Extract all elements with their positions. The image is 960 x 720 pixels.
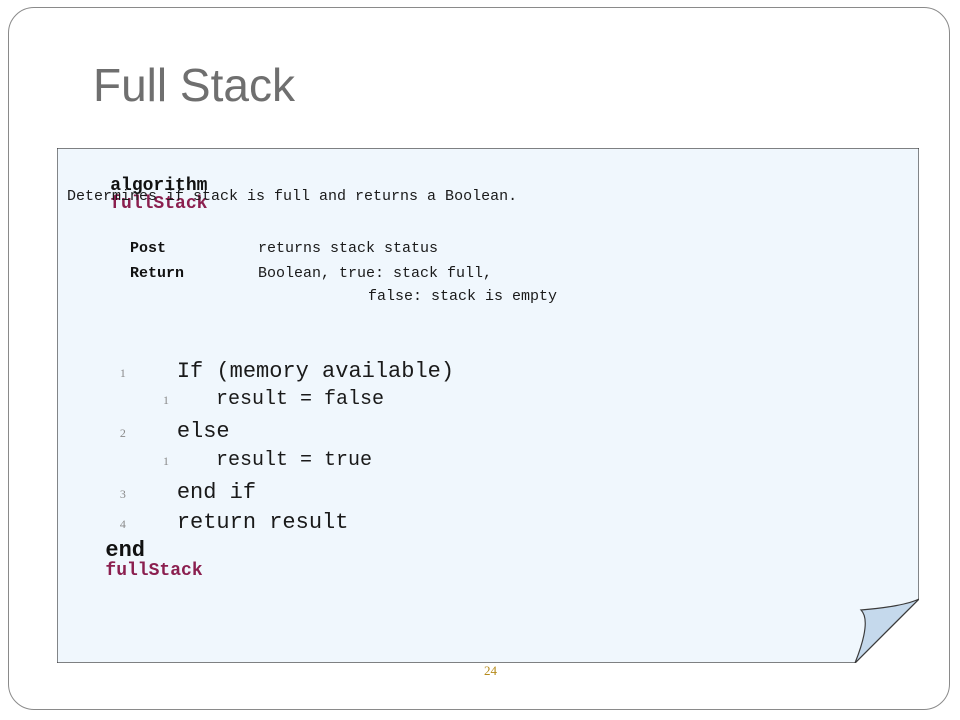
algorithm-name: fullStack xyxy=(110,194,208,214)
return-text: Boolean, true: stack full, xyxy=(258,265,493,282)
end-name: fullStack xyxy=(105,561,203,581)
line-text: If (memory available) xyxy=(176,359,455,384)
slide-title: Full Stack xyxy=(93,59,295,111)
card-background xyxy=(57,148,919,663)
post-label: Post xyxy=(130,240,167,257)
line-number: 2 xyxy=(119,426,126,440)
code-line-2-1: 1 result = true xyxy=(115,431,372,491)
line-number: 3 xyxy=(119,487,126,501)
return-label: Return xyxy=(130,265,185,282)
algorithm-keyword: algorithm xyxy=(110,176,208,196)
page-number: 24 xyxy=(484,663,497,678)
page-curl xyxy=(854,598,919,663)
line-text: result = true xyxy=(216,449,373,472)
line-text: else xyxy=(176,419,230,444)
line-text: end if xyxy=(176,480,257,505)
line-number: 1 xyxy=(163,393,170,407)
line-number: 1 xyxy=(119,366,126,380)
line-number: 1 xyxy=(163,454,170,468)
algorithm-header: algorithm fullStack xyxy=(67,159,207,231)
code-line-1-1: 1 result = false xyxy=(115,370,384,430)
line-text: return result xyxy=(176,510,349,535)
algorithm-end: end fullStack xyxy=(67,524,203,596)
end-keyword: end xyxy=(105,538,146,563)
line-text: result = false xyxy=(216,388,385,411)
code-line-4: 4 return result xyxy=(67,490,349,556)
return-text-continued: false: stack is empty xyxy=(368,288,558,305)
code-line-1: 1 If (memory available) xyxy=(67,339,454,405)
algorithm-description: Determines if stack is full and returns … xyxy=(67,188,518,205)
code-card: algorithm fullStack Determines if stack … xyxy=(57,148,919,663)
code-line-2: 2 else xyxy=(67,399,230,465)
post-text: returns stack status xyxy=(258,240,439,257)
line-number: 4 xyxy=(119,517,126,531)
code-line-3: 3 end if xyxy=(67,460,256,526)
